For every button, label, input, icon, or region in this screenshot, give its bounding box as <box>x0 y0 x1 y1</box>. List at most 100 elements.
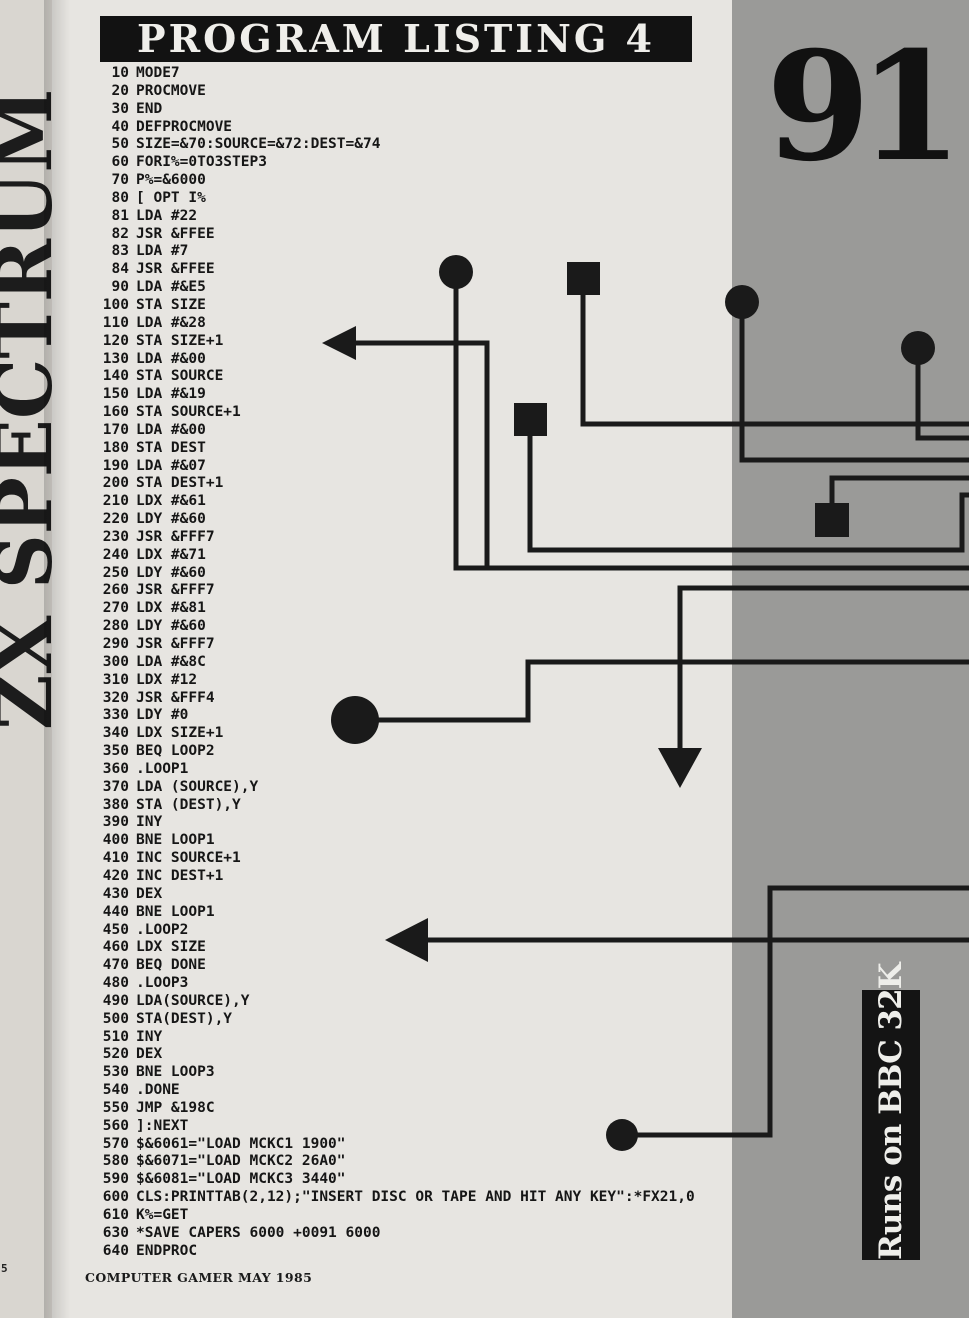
line-code: JSR &FFEE <box>136 261 215 278</box>
line-number: 330 <box>102 707 129 724</box>
line-number: 50 <box>111 136 129 153</box>
line-number: 490 <box>102 992 129 1009</box>
line-code: LDA #&8C <box>136 653 206 670</box>
arrow-head-down <box>658 748 702 788</box>
line-number: 20 <box>111 82 129 99</box>
line-number: 80 <box>111 189 129 206</box>
line-number: 90 <box>111 279 129 296</box>
line-code: LDY #0 <box>136 707 189 724</box>
line-number: 310 <box>102 671 129 688</box>
line-number: 180 <box>102 439 129 456</box>
footer: COMPUTER GAMER MAY 1985 <box>85 1270 313 1285</box>
line-code: BEQ LOOP2 <box>136 743 215 760</box>
runs-on-text: Runs on BBC 32K <box>873 963 909 1260</box>
circuit-node <box>439 255 473 289</box>
line-code: JMP &198C <box>136 1099 215 1116</box>
line-code: LDA(SOURCE),Y <box>136 992 250 1009</box>
line-code: LDX #&61 <box>136 493 206 510</box>
line-code: JSR &FFF4 <box>136 689 215 706</box>
listing-line: 80[ OPT I% <box>84 190 884 208</box>
circuit-node <box>901 331 935 365</box>
circuit-line <box>677 585 969 750</box>
line-code: LDA #&19 <box>136 386 206 403</box>
line-code: STA SIZE+1 <box>136 332 224 349</box>
line-code: STA SOURCE+1 <box>136 404 241 421</box>
line-code: P%=&6000 <box>136 172 206 189</box>
line-code: FORI%=0TO3STEP3 <box>136 154 267 171</box>
line-code: INC DEST+1 <box>136 867 224 884</box>
line-number: 540 <box>102 1082 129 1099</box>
line-code: LDA #&07 <box>136 457 206 474</box>
line-number: 380 <box>102 796 129 813</box>
line-number: 100 <box>102 296 129 313</box>
line-number: 110 <box>102 314 129 331</box>
listing-line: 70 P%=&6000 <box>84 172 884 190</box>
line-code: PROCMOVE <box>136 82 206 99</box>
line-code: *SAVE CAPERS 6000 +0091 6000 <box>136 1224 381 1241</box>
line-number: 60 <box>111 154 129 171</box>
line-number: 500 <box>102 1010 129 1027</box>
circuit-line <box>622 885 969 1138</box>
line-code: LDA #&00 <box>136 421 206 438</box>
line-code: .LOOP2 <box>136 921 189 938</box>
page-number: 5 <box>1 1262 8 1275</box>
line-number: 280 <box>102 618 129 635</box>
line-code: BNE LOOP1 <box>136 832 215 849</box>
line-number: 570 <box>102 1135 129 1152</box>
runs-on-tag: Runs on BBC 32K <box>862 963 920 1260</box>
listing-line: 330 LDY #0 <box>84 707 884 725</box>
circuit-square <box>514 403 547 436</box>
line-number: 30 <box>111 100 129 117</box>
listing-line: 60 FORI%=0TO3STEP3 <box>84 154 884 172</box>
arrow-head-left <box>322 326 356 360</box>
line-number: 390 <box>102 814 129 831</box>
arrow-head-left <box>385 918 428 962</box>
line-code: K%=GET <box>136 1207 189 1223</box>
line-number: 560 <box>102 1117 129 1134</box>
line-number: 84 <box>111 261 129 278</box>
line-code: DEX <box>136 1046 163 1063</box>
line-number: 210 <box>102 493 129 510</box>
line-code: DEX <box>136 885 163 902</box>
line-number: 590 <box>102 1171 129 1188</box>
listing-line: 540.DONE <box>84 1082 884 1100</box>
line-number: 130 <box>102 350 129 367</box>
line-code: STA SOURCE <box>136 368 224 385</box>
line-code: $&6081="LOAD MCKC3 3440" <box>136 1171 346 1188</box>
line-code: ENDPROC <box>136 1242 198 1259</box>
line-code: LDY #&60 <box>136 618 206 635</box>
line-number: 10 <box>111 65 129 81</box>
line-code: .LOOP1 <box>136 760 189 777</box>
circuit-line <box>739 302 969 463</box>
circuit-square <box>815 503 849 537</box>
line-code: BEQ DONE <box>136 957 206 974</box>
listing-line: 580$&6071="LOAD MCKC2 26A0" <box>84 1153 884 1171</box>
line-code: INY <box>136 1028 163 1045</box>
listing-line: 630*SAVE CAPERS 6000 +0091 6000 <box>84 1225 884 1243</box>
line-code: CLS:PRINTTAB(2,12);"INSERT DISC OR TAPE … <box>136 1189 695 1206</box>
line-code: STA(DEST),Y <box>136 1010 233 1027</box>
listing-line: 84 JSR &FFEE <box>84 261 884 279</box>
listing-line: 570$&6061="LOAD MCKC1 1900" <box>84 1136 884 1154</box>
line-number: 430 <box>102 885 129 902</box>
line-code: ]:NEXT <box>136 1117 189 1134</box>
line-code: LDX SIZE+1 <box>136 725 224 742</box>
line-number: 200 <box>102 475 129 492</box>
binding-shadow <box>44 0 70 1318</box>
listing-line: 430 DEX <box>84 886 884 904</box>
line-number: 70 <box>111 172 129 189</box>
line-code: LDA #7 <box>136 243 189 260</box>
line-code: $&6071="LOAD MCKC2 26A0" <box>136 1153 346 1170</box>
line-code: LDX #12 <box>136 671 198 688</box>
